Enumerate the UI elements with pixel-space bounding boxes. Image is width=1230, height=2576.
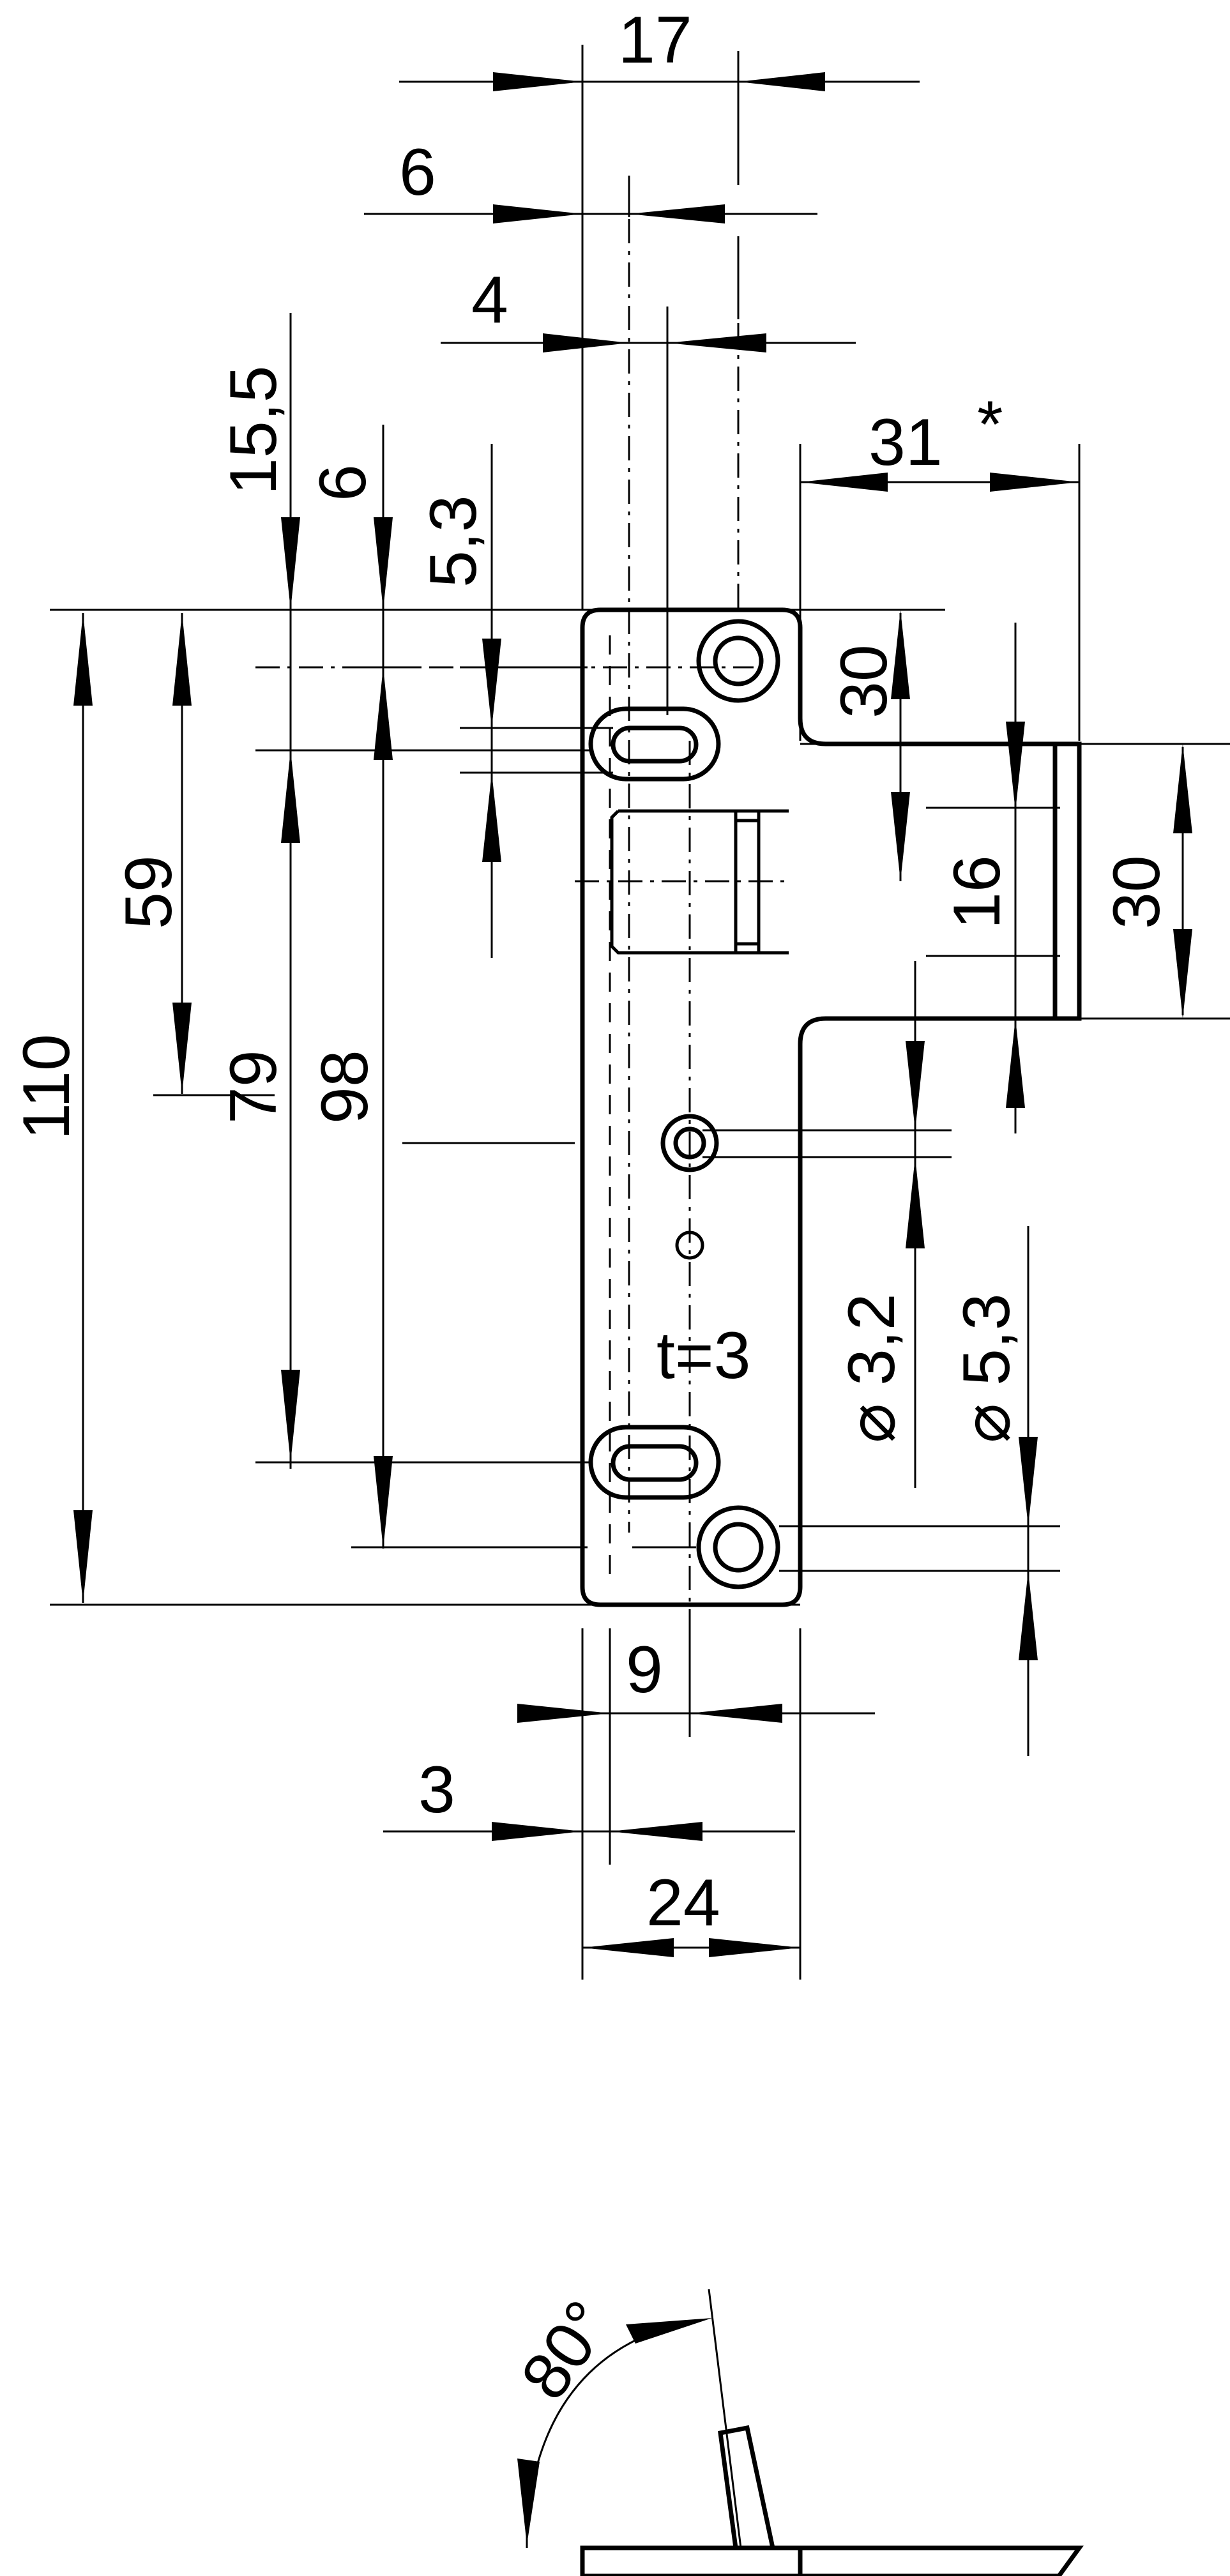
center-lines (255, 176, 792, 1724)
diameter-symbol-1: ⌀ (835, 1403, 909, 1443)
dim-height-98: 98 (308, 1050, 382, 1124)
dim-height-59: 59 (112, 855, 186, 929)
dim-hole-3-2-group: ⌀ 3,2 (835, 1293, 909, 1443)
dim-bottom-24: 24 (646, 1866, 720, 1940)
slotted-hole-top (588, 706, 721, 782)
dim-top-4: 4 (471, 263, 508, 337)
dim-bottom-9: 9 (626, 1633, 663, 1707)
dim-top-6: 6 (399, 135, 436, 209)
angle-80: 80° (507, 2288, 625, 2413)
small-hole-5-3 (660, 1114, 719, 1172)
dim-left-5-3: 5,3 (416, 495, 490, 587)
side-view (517, 2289, 1084, 2576)
keeper-bar (1052, 741, 1082, 1021)
dim-upper-30: 30 (827, 644, 901, 718)
arrowheads (73, 72, 1192, 1957)
dim-hole-5-3: 5,3 (950, 1293, 1024, 1386)
dim-right-31: 31 (869, 405, 943, 480)
countersunk-hole-bottom (696, 1505, 780, 1589)
dim-left-6: 6 (306, 464, 380, 501)
dim-asterisk: * (977, 388, 1003, 462)
dim-bottom-3: 3 (418, 1753, 455, 1827)
dim-hole-3-2: 3,2 (835, 1293, 909, 1386)
thickness-label: t=3 (657, 1319, 750, 1393)
dim-height-79: 79 (216, 1050, 291, 1124)
dim-hole-5-3-group: ⌀ 5,3 (950, 1293, 1024, 1443)
dim-left-15-5: 15,5 (216, 366, 291, 495)
dim-top-17: 17 (618, 3, 692, 77)
dim-latch-16: 16 (940, 855, 1014, 929)
diameter-symbol-2: ⌀ (950, 1403, 1024, 1443)
dim-height-110: 110 (10, 1034, 84, 1140)
dim-right-30: 30 (1100, 855, 1174, 929)
countersunk-hole-top (696, 619, 780, 703)
